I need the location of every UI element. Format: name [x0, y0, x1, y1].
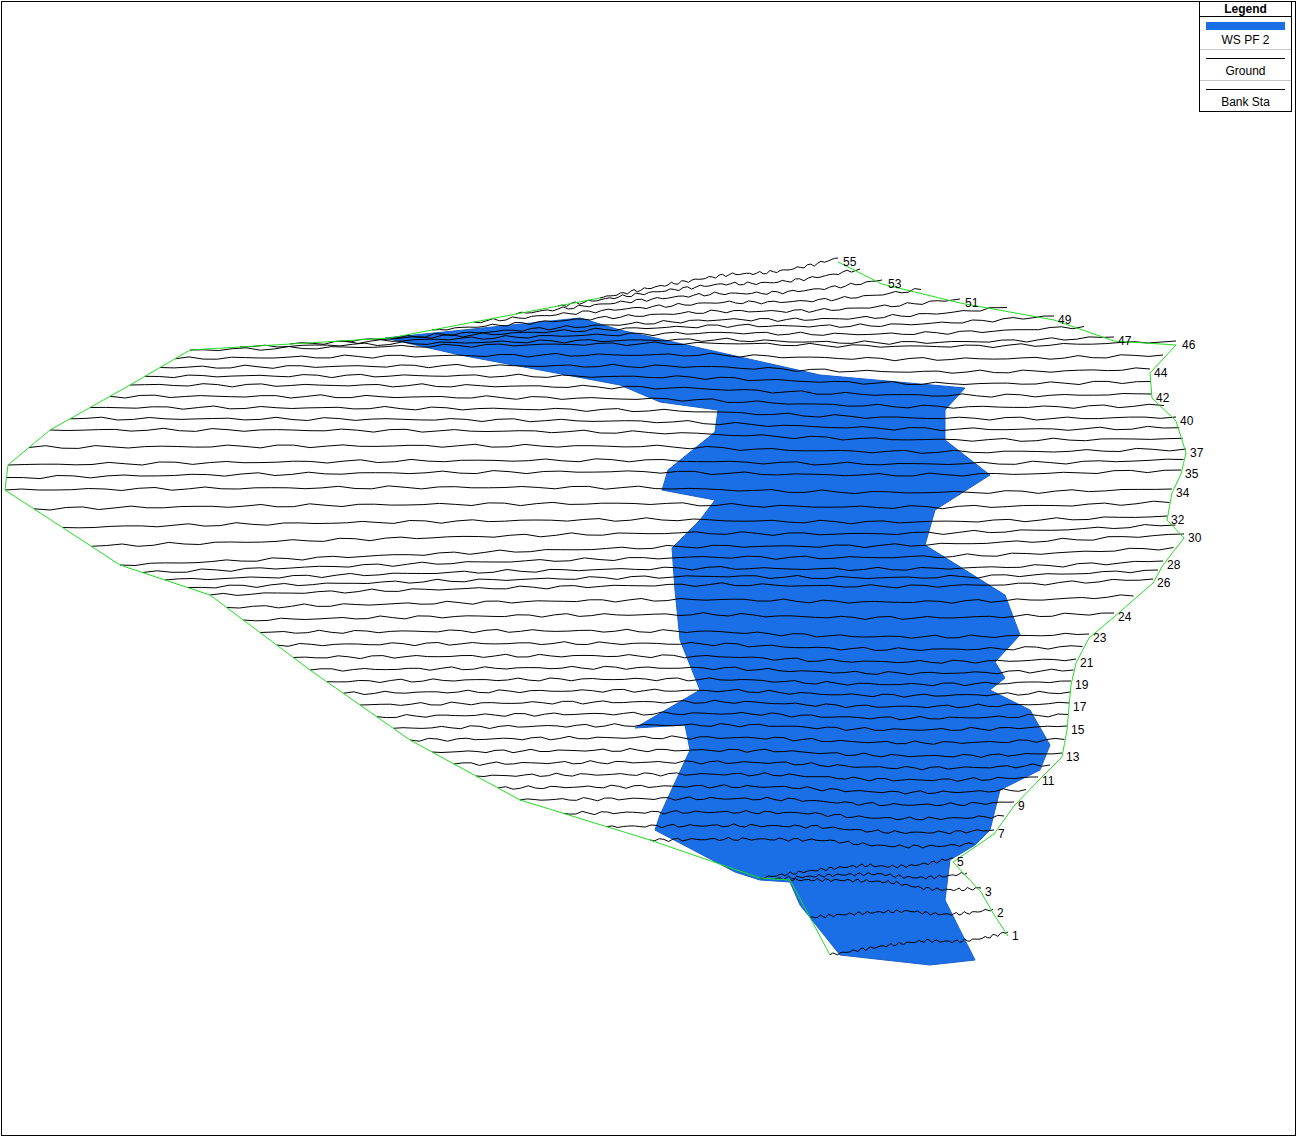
section-number: 42: [1156, 391, 1169, 405]
section-number: 1: [1012, 929, 1019, 943]
section-number: 32: [1171, 513, 1184, 527]
ground-line: [175, 353, 1163, 361]
ground-line: [563, 811, 1004, 820]
section-number: 46: [1182, 338, 1195, 352]
ground-line: [810, 909, 993, 918]
section-number: 7: [998, 827, 1005, 841]
section-number: 40: [1180, 414, 1193, 428]
ground-line: [7, 470, 1182, 479]
ground-line: [310, 666, 1074, 674]
ground-line: [600, 258, 838, 298]
section-number: 47: [1118, 334, 1131, 348]
section-number: 13: [1066, 750, 1079, 764]
ground-line: [130, 384, 1152, 397]
section-number: 30: [1188, 531, 1201, 545]
section-number: 21: [1080, 656, 1093, 670]
section-number: 3: [985, 885, 992, 899]
ground-line: [520, 797, 1014, 806]
ground-line: [790, 878, 981, 890]
ground-line: [29, 444, 1186, 453]
ground-line: [34, 501, 1170, 510]
legend-text: Bank Sta: [1204, 95, 1287, 109]
ground-line: [90, 406, 1176, 420]
ground-line: [260, 629, 1089, 638]
ground-line: [474, 289, 921, 323]
section-number: 51: [965, 296, 978, 310]
section-number: 44: [1154, 366, 1167, 380]
section-number: 17: [1073, 700, 1086, 714]
legend-text: WS PF 2: [1204, 33, 1287, 47]
section-number: 28: [1167, 558, 1180, 572]
ground-line: [377, 712, 1068, 720]
ground-line: [190, 341, 1176, 351]
section-number: 5: [957, 855, 964, 869]
ground-line: [432, 749, 1062, 758]
ground-line: [8, 459, 1184, 465]
section-number: 2: [997, 906, 1004, 920]
section-number: 53: [888, 277, 901, 291]
ground-line: [498, 785, 1026, 794]
legend-swatch: [1206, 22, 1285, 30]
ground-line: [393, 724, 1067, 731]
ground-line: [120, 534, 1184, 566]
ground-line: [650, 837, 974, 848]
section-number: 49: [1058, 313, 1071, 327]
ground-line: [476, 773, 1038, 782]
ground-line: [454, 761, 1050, 770]
ground-line: [410, 736, 1065, 744]
section-number: 23: [1093, 631, 1106, 645]
ground-line: [145, 374, 1151, 384]
ground-line: [91, 525, 1175, 547]
ground-line: [760, 858, 953, 879]
ground-lines: [5, 258, 1186, 955]
legend-row: Bank Sta: [1200, 81, 1291, 111]
legend-row: Ground: [1200, 50, 1291, 81]
ground-line: [340, 316, 1054, 342]
legend-box: Legend WS PF 2 GroundBank Sta: [1199, 1, 1292, 112]
ground-line: [293, 654, 1076, 663]
section-number: 24: [1118, 610, 1131, 624]
section-number: 37: [1190, 446, 1203, 460]
ground-line: [360, 700, 1069, 707]
water-surface: [385, 318, 1050, 965]
ground-line: [5, 486, 1172, 494]
legend-line-sample: [1206, 58, 1285, 59]
ground-line: [165, 561, 1163, 580]
legend-row: WS PF 2: [1200, 17, 1291, 50]
legend-title: Legend: [1200, 2, 1291, 17]
ground-line: [70, 417, 1179, 430]
ground-line: [160, 364, 1150, 373]
ground-line: [63, 516, 1168, 528]
ground-line: [50, 428, 1183, 441]
section-number: 19: [1075, 678, 1088, 692]
section-number: 9: [1018, 799, 1025, 813]
left-bank-outline: [5, 298, 830, 955]
ground-line: [110, 395, 1164, 409]
legend-line-sample: [1206, 89, 1285, 90]
ground-line: [243, 613, 1114, 621]
bank-outline: [5, 262, 1186, 955]
section-number: 11: [1042, 774, 1054, 788]
section-number: 26: [1157, 576, 1170, 590]
ground-line: [775, 872, 967, 880]
ground-line: [343, 689, 1070, 697]
ground-line: [830, 932, 1008, 955]
right-bank-outline: [838, 262, 1186, 936]
ground-line: [327, 678, 1071, 686]
ground-line: [227, 595, 1134, 608]
section-number: 55: [843, 255, 856, 269]
ground-line: [188, 570, 1159, 588]
section-number: 34: [1176, 486, 1189, 500]
section-number: 35: [1185, 467, 1198, 481]
section-number: 15: [1071, 723, 1084, 737]
ground-line: [277, 642, 1083, 651]
legend-text: Ground: [1204, 64, 1287, 78]
ground-line: [210, 579, 1153, 595]
ground-line: [607, 824, 994, 834]
